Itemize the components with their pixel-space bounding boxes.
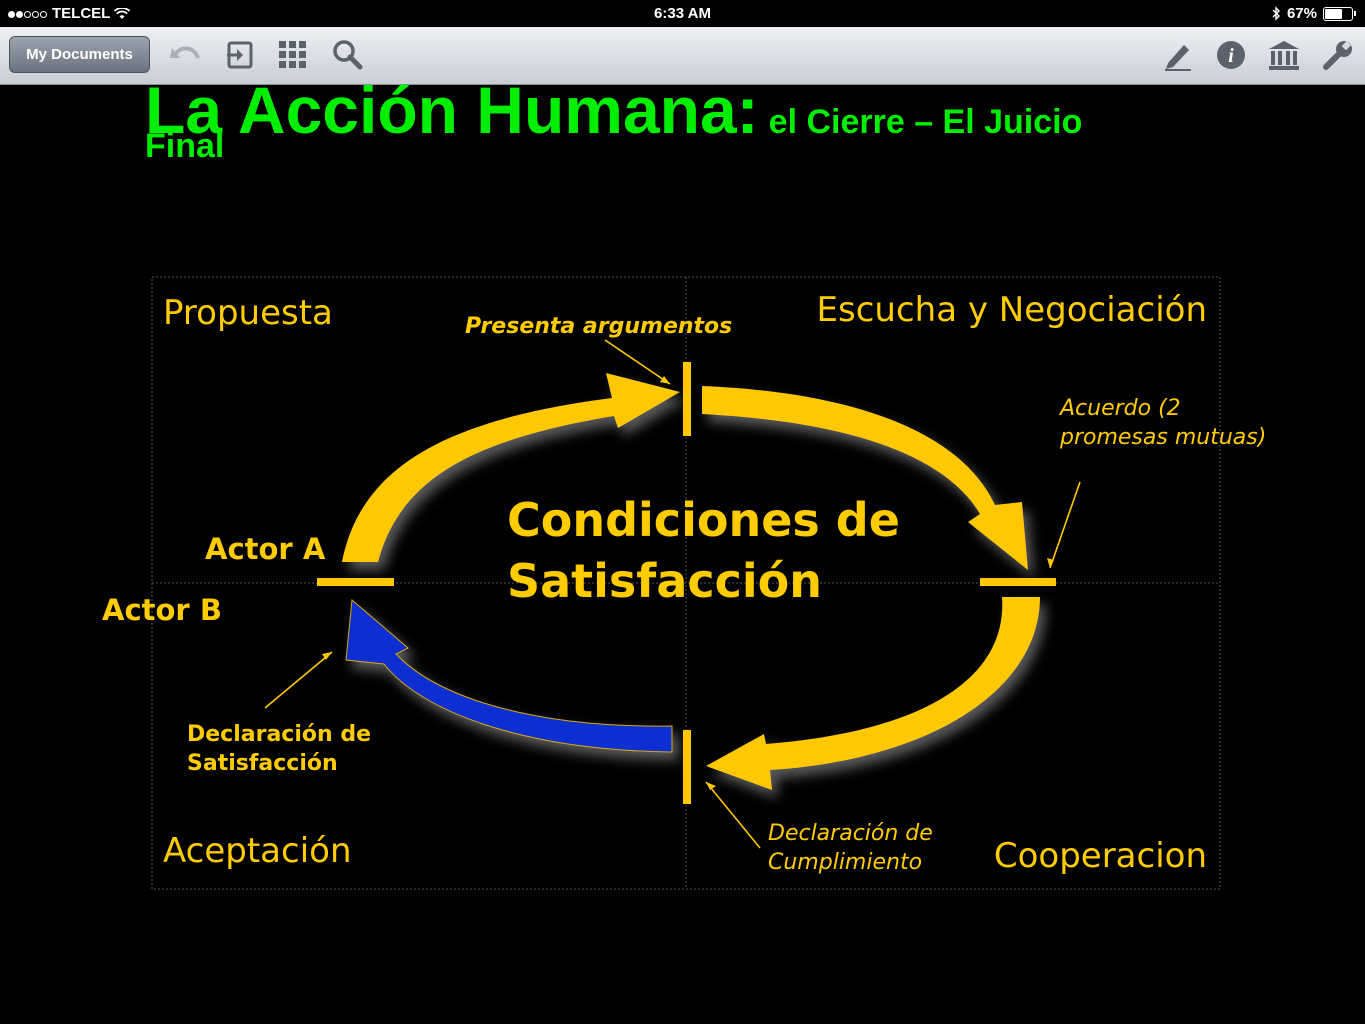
note-decl-cumpl-line2: Cumplimiento xyxy=(768,850,923,875)
search-icon[interactable] xyxy=(329,37,365,73)
separator-right xyxy=(980,578,1056,586)
info-icon[interactable]: i xyxy=(1213,37,1249,73)
note-acuerdo-line1: Acuerdo (2 xyxy=(1060,396,1181,421)
callout-decl-cumplimiento xyxy=(705,781,761,849)
slide-title: La Acción Humana:el Cierre – El Juicio xyxy=(145,72,1082,148)
note-decl-satis-line1: Declaración de xyxy=(187,722,371,747)
quadrant-label-propuesta: Propuesta xyxy=(163,293,333,333)
grid-icon[interactable] xyxy=(275,37,311,73)
slide-title-sub: el Cierre – El Juicio xyxy=(768,103,1083,141)
svg-text:i: i xyxy=(1228,45,1234,67)
carrier-label: TELCEL xyxy=(52,5,111,22)
status-bar: TELCEL 6:33 AM 67% xyxy=(0,0,1365,27)
slide-title-sub-cont: Final xyxy=(145,127,225,165)
note-presenta-argumentos: Presenta argumentos xyxy=(465,314,733,339)
battery-icon xyxy=(1323,6,1356,21)
wifi-icon xyxy=(114,7,131,19)
signal-strength-icon xyxy=(8,5,48,22)
actor-b-label: Actor B xyxy=(102,593,222,627)
battery-percent: 67% xyxy=(1286,5,1317,22)
quadrant-label-escucha: Escucha y Negociación xyxy=(816,290,1207,330)
note-decl-satis-line2: Satisfacción xyxy=(187,751,338,776)
note-acuerdo: Acuerdo (2 promesas mutuas) xyxy=(1060,394,1266,452)
pen-icon[interactable] xyxy=(1160,37,1196,73)
arrow-propuesta xyxy=(342,373,680,562)
slide-title-main: La Acción Humana: xyxy=(145,73,759,147)
library-icon[interactable] xyxy=(1266,37,1302,73)
arrow-cooperacion xyxy=(706,597,1040,790)
callout-presenta xyxy=(604,339,671,385)
note-declaracion-satisfaccion: Declaración de Satisfacción xyxy=(187,720,371,778)
wrench-icon[interactable] xyxy=(1320,37,1356,73)
center-title: Condiciones de Satisfacción xyxy=(507,490,900,612)
note-acuerdo-line2: promesas mutuas) xyxy=(1060,425,1267,450)
quadrant-label-cooperacion: Cooperacion xyxy=(993,836,1207,876)
undo-icon[interactable] xyxy=(168,37,204,73)
separator-left xyxy=(317,578,394,586)
callout-acuerdo xyxy=(1049,481,1081,569)
note-declaracion-cumplimiento: Declaración de Cumplimiento xyxy=(768,819,933,877)
app-toolbar: My Documents xyxy=(0,27,1365,85)
note-decl-cumpl-line1: Declaración de xyxy=(768,821,933,846)
clock: 6:33 AM xyxy=(654,5,711,22)
center-title-line2: Satisfacción xyxy=(507,554,823,608)
my-documents-button[interactable]: My Documents xyxy=(9,36,150,73)
separator-top xyxy=(683,362,691,436)
actor-a-label: Actor A xyxy=(205,532,326,566)
quadrant-label-aceptacion: Aceptación xyxy=(163,831,352,871)
bluetooth-icon xyxy=(1272,6,1280,21)
arrow-aceptacion xyxy=(345,598,673,753)
separator-bottom xyxy=(683,730,691,804)
callout-decl-satisfaccion xyxy=(264,651,333,709)
arrow-negociacion xyxy=(702,386,1028,570)
center-title-line1: Condiciones de xyxy=(507,493,900,547)
export-icon[interactable] xyxy=(222,37,258,73)
